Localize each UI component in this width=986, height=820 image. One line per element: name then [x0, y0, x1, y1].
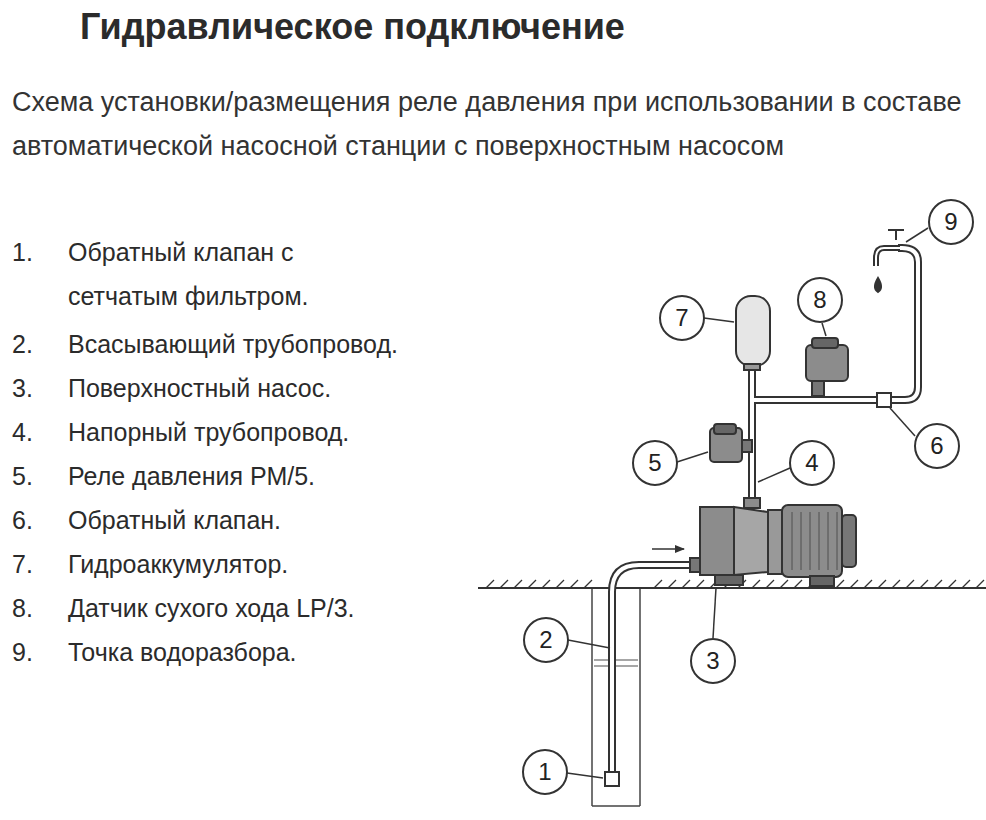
- callout-number: 2: [539, 628, 552, 652]
- callout-circle: 6: [914, 423, 960, 469]
- check-valve: [877, 393, 891, 407]
- list-number: 4.: [12, 410, 33, 454]
- callout-number: 4: [805, 451, 818, 475]
- callout-number: 5: [648, 451, 661, 475]
- list-item: Реле давления РМ/5.: [68, 454, 315, 498]
- list-item: Напорный трубопровод.: [68, 410, 349, 454]
- pressure-switch: [710, 424, 752, 462]
- callout-number: 9: [944, 210, 957, 234]
- list-item: Поверхностный насос.: [68, 366, 331, 410]
- leader-lines: [567, 228, 928, 778]
- callout-circle: 1: [522, 749, 568, 795]
- ground-line: [478, 587, 986, 589]
- pipework: [612, 248, 918, 772]
- check-valve-filter: [605, 772, 619, 786]
- list-number: 2.: [12, 322, 33, 366]
- list-number: 6.: [12, 498, 33, 542]
- flow-arrow: [652, 548, 684, 550]
- callout-number: 8: [813, 288, 826, 312]
- list-number: 5.: [12, 454, 33, 498]
- water-tap: [875, 230, 904, 292]
- callout-circle: 8: [797, 277, 843, 323]
- list-number: 7.: [12, 542, 33, 586]
- callout-number: 7: [675, 306, 688, 330]
- callout-circle: 4: [789, 440, 835, 486]
- list-item: Точка водоразбора.: [68, 630, 297, 674]
- callout-circle: 3: [690, 638, 736, 684]
- motor-fins: [792, 512, 837, 570]
- callout-circle: 5: [632, 440, 678, 486]
- callout-circle: 7: [659, 295, 705, 341]
- callout-circle: 2: [523, 617, 569, 663]
- callout-number: 3: [706, 649, 719, 673]
- list-item: Всасывающий трубопровод.: [68, 322, 398, 366]
- list-number: 8.: [12, 586, 33, 630]
- list-item: Обратный клапан с сетчатым фильтром.: [68, 230, 368, 318]
- surface-pump: [690, 498, 856, 586]
- dry-run-sensor: [806, 338, 848, 396]
- subtitle: Схема установки/размещения реле давления…: [12, 80, 967, 168]
- list-number: 1.: [12, 230, 33, 274]
- list-item: Гидроаккумулятор.: [68, 542, 288, 586]
- list-number: 3.: [12, 366, 33, 410]
- title: Гидравлическое подключение: [80, 6, 625, 48]
- accumulator-tank: [736, 296, 770, 370]
- list-number: 9.: [12, 630, 33, 674]
- list-item: Датчик сухого хода LP/3.: [68, 586, 355, 630]
- callout-circle: 9: [928, 199, 974, 245]
- callout-number: 1: [538, 760, 551, 784]
- callout-number: 6: [930, 434, 943, 458]
- list-item: Обратный клапан.: [68, 498, 281, 542]
